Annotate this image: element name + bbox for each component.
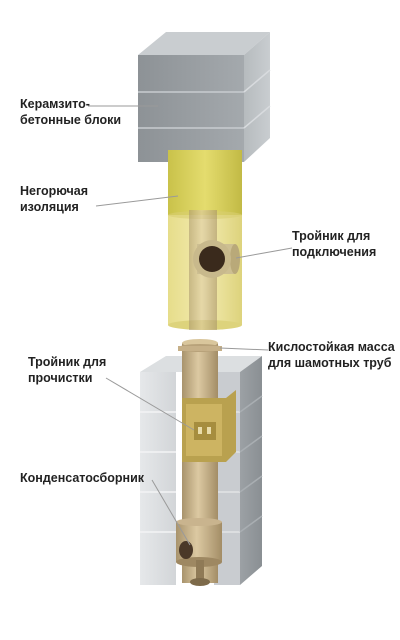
cleaning-tee	[182, 390, 236, 462]
leader-acid-mass	[219, 347, 269, 351]
leader-tee-clean	[105, 377, 195, 431]
leader-lines	[88, 105, 293, 546]
condensate-collector	[176, 518, 222, 586]
leader-insulation	[95, 195, 179, 207]
leader-condensate	[151, 479, 191, 546]
leader-tee-connect	[235, 247, 293, 259]
connection-tee	[189, 210, 240, 330]
top-concrete-block	[138, 32, 271, 162]
label-tee-connect: Тройник для подключения	[292, 229, 377, 259]
label-tee-clean: Тройник для прочистки	[28, 355, 107, 385]
label-blocks: Керамзито- бетонные блоки	[20, 97, 122, 127]
label-insulation: Негорючая изоляция	[20, 184, 88, 214]
label-acid-mass: Кислостойкая масса для шамотных труб	[268, 340, 395, 370]
label-condensate: Конденсатосборник	[20, 471, 145, 485]
